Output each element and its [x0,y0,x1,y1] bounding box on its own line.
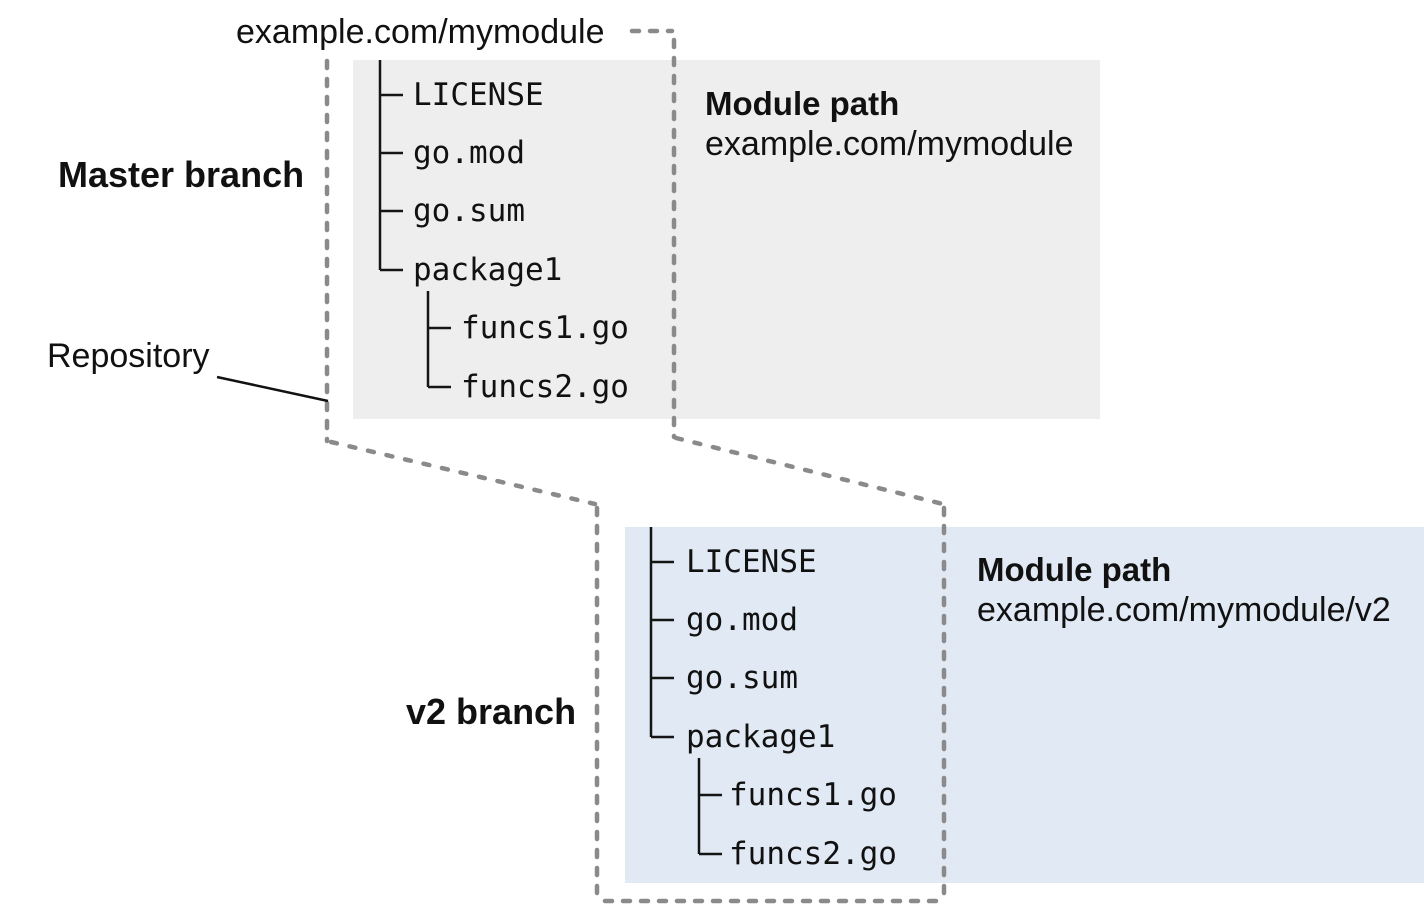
repo-url-title: example.com/mymodule [236,13,605,51]
v2-tree-item-funcs2: funcs2.go [729,836,897,872]
master-tree-item-gomod: go.mod [413,135,525,171]
master-module-path: Module path example.com/mymodule [705,84,1073,164]
repository-label: Repository [47,337,210,375]
master-module-path-heading: Module path [705,85,900,122]
v2-module-path-heading: Module path [977,551,1172,588]
master-tree-item-funcs2: funcs2.go [461,369,629,405]
v2-tree-item-gosum: go.sum [686,660,798,696]
v2-branch-label: v2 branch [406,691,577,732]
v2-tree-item-funcs1: funcs1.go [729,777,897,813]
master-tree-item-license: LICENSE [413,77,544,113]
repository-pointer-line [216,375,329,403]
master-tree-item-gosum: go.sum [413,193,525,229]
v2-tree-item-gomod: go.mod [686,602,798,638]
v2-module-path-value: example.com/mymodule/v2 [977,591,1391,629]
v2-module-path: Module path example.com/mymodule/v2 [977,550,1391,630]
v2-tree-item-package1: package1 [686,719,836,755]
master-tree-item-funcs1: funcs1.go [461,310,629,346]
v2-branch-box [625,527,1424,883]
v2-tree-item-license: LICENSE [686,544,817,580]
master-branch-label: Master branch [58,154,305,195]
master-module-path-value: example.com/mymodule [705,125,1074,163]
master-branch-box [353,60,1100,419]
master-tree-item-package1: package1 [413,252,563,288]
